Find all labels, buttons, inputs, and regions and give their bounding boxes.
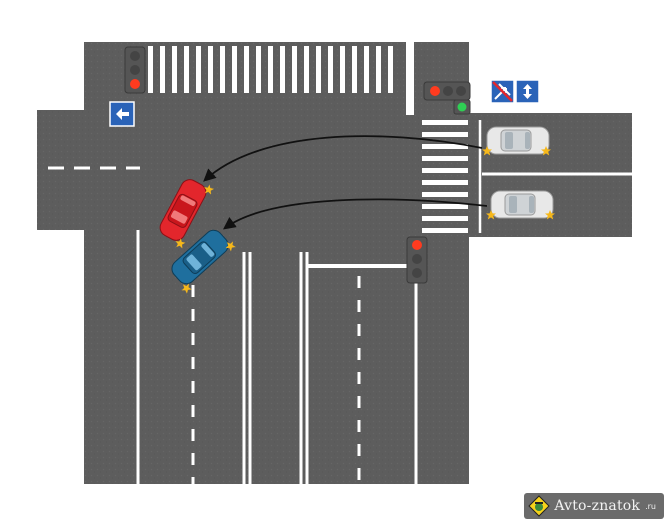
crosswalk-top [148, 46, 393, 93]
lane-direction-sign-turn [490, 79, 515, 104]
watermark-text: Avto-znatok [554, 498, 641, 514]
trajectory-blue-car [222, 198, 488, 230]
left-turn-only-sign [109, 101, 135, 127]
trajectory-red-car [203, 135, 483, 182]
vertical-road [84, 42, 469, 484]
white-car-bottom [486, 190, 555, 220]
green-arrow-icon [457, 102, 467, 112]
updown-arrow-icon [523, 84, 532, 99]
lane-direction-sign-two-way [515, 79, 540, 104]
traffic-light-bottom-right [406, 236, 428, 284]
road-markings [48, 120, 632, 484]
logo-icon [528, 495, 551, 517]
arrow-left-icon [116, 108, 129, 120]
red-car [159, 179, 215, 251]
blue-car [171, 229, 238, 295]
watermark-suffix: .ru [645, 501, 656, 511]
white-car-top [482, 126, 551, 156]
crosswalk-right [422, 120, 468, 233]
turn-arrow-icon [494, 83, 511, 100]
trajectory-arrows [203, 135, 488, 230]
left-road [37, 110, 97, 230]
traffic-light-top-left [124, 46, 146, 94]
watermark: Avto-znatok .ru [524, 493, 664, 519]
traffic-light-right [423, 81, 471, 115]
